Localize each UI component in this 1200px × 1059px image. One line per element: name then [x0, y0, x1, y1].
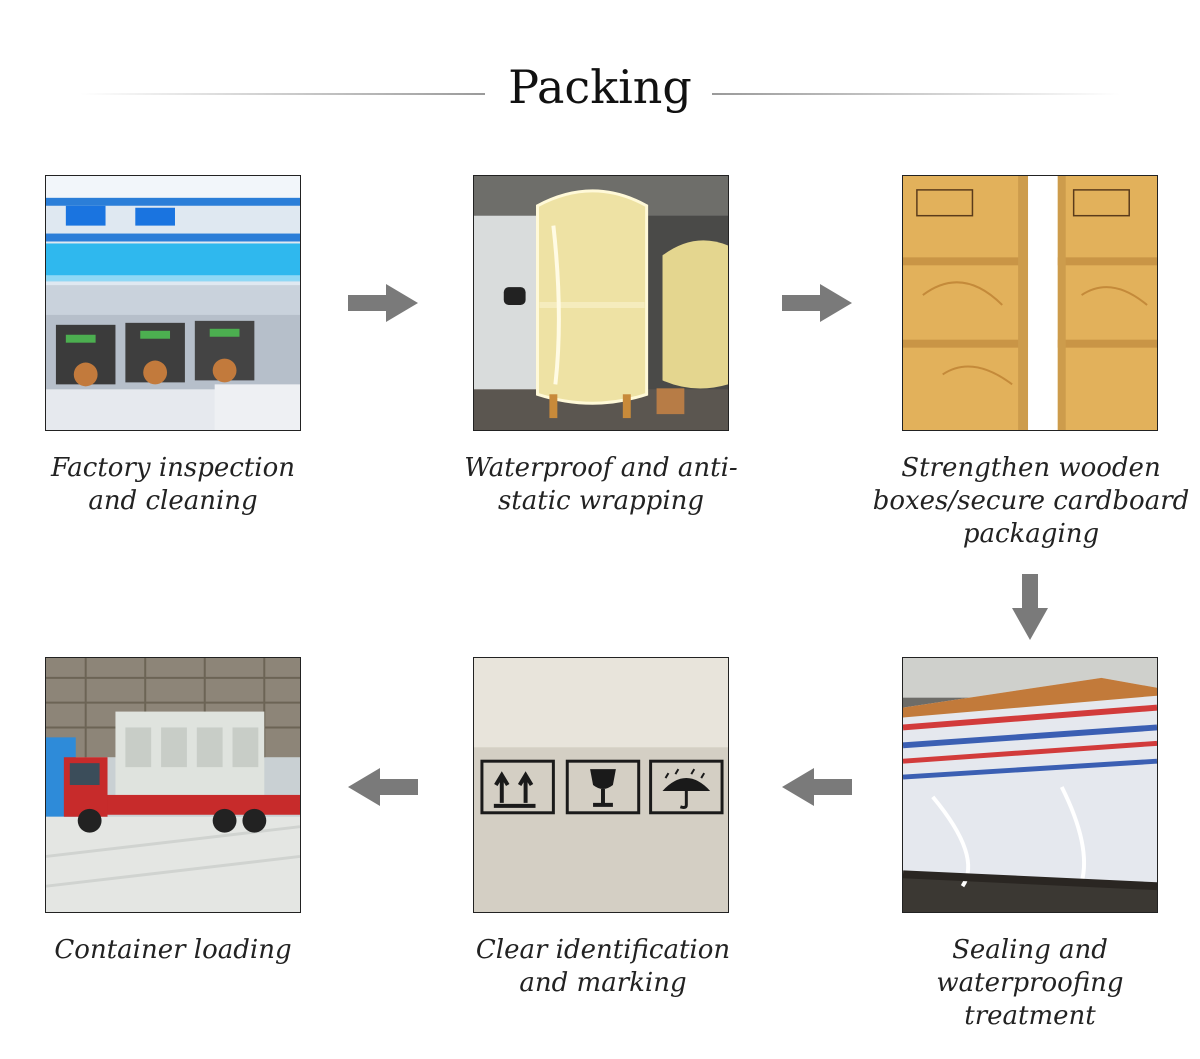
title-divider-right [712, 93, 1120, 95]
step-6-photo [45, 657, 301, 913]
arrow-left-2 [346, 766, 420, 808]
step-2-photo [473, 175, 729, 431]
step-3-photo [902, 175, 1158, 431]
title-section: Packing [0, 55, 1200, 125]
arrow-right-1 [346, 282, 420, 324]
arrow-down [1010, 572, 1050, 642]
factory-inspection-photo-icon [46, 176, 300, 430]
truck-loading-photo-icon [46, 658, 300, 912]
arrow-left-icon [348, 768, 418, 806]
title-divider-left [80, 93, 485, 95]
arrow-left-1 [780, 766, 854, 808]
step-4-caption: Sealing and waterproofing treatment [936, 935, 1124, 1031]
arrow-down-icon [1012, 574, 1048, 640]
arrow-right-icon [348, 284, 418, 322]
step-5-caption: Clear identification and marking [475, 935, 731, 998]
sealed-crate-photo-icon [903, 658, 1157, 912]
arrow-right-icon [782, 284, 852, 322]
arrow-right-2 [780, 282, 854, 324]
step-1-photo [45, 175, 301, 431]
arrow-left-icon [782, 768, 852, 806]
step-1-caption: Factory inspection and cleaning [51, 453, 295, 516]
page-title: Packing [508, 60, 692, 114]
step-2-caption: Waterproof and anti-static wrapping [464, 453, 738, 516]
wooden-boxes-photo-icon [903, 176, 1157, 430]
wrapped-tank-photo-icon [474, 176, 728, 430]
step-4-photo [902, 657, 1158, 913]
handling-marks-photo-icon [474, 658, 728, 912]
step-5-photo [473, 657, 729, 913]
step-6-caption: Container loading [54, 935, 292, 965]
step-3-caption: Strengthen wooden boxes/secure cardboard… [872, 453, 1190, 549]
